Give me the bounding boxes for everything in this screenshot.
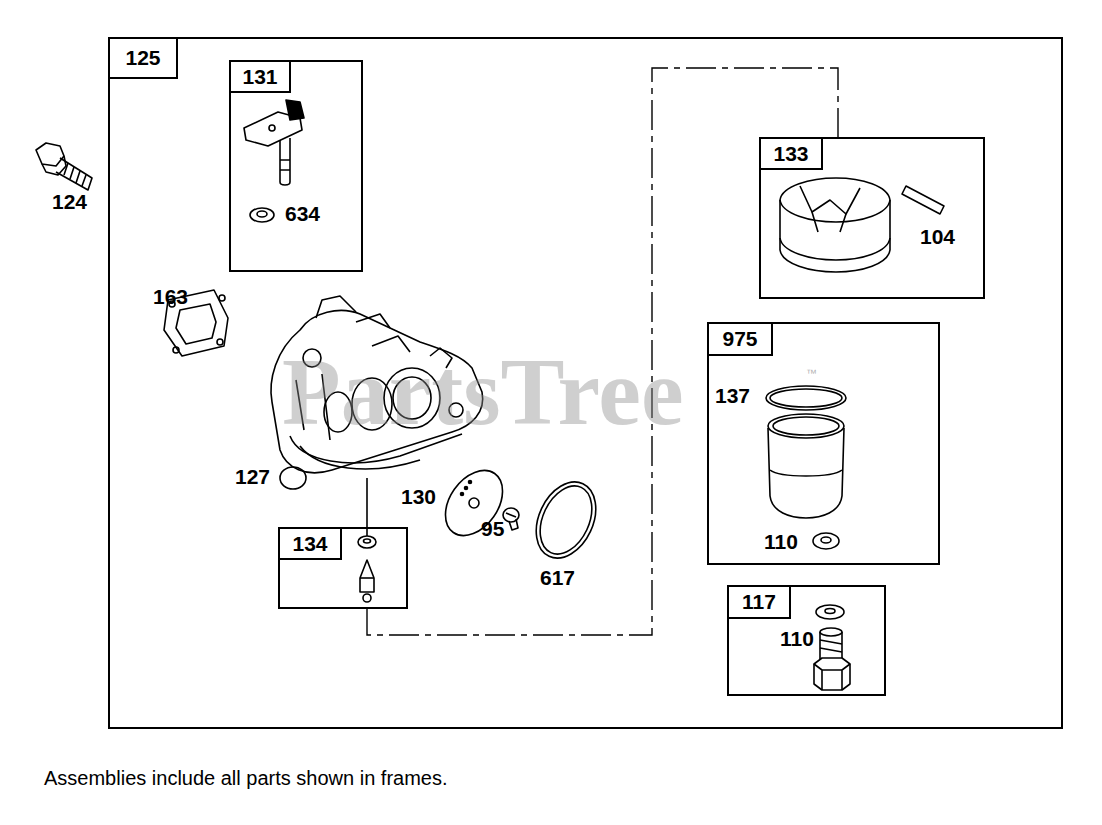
- callout-number: 163: [153, 286, 188, 307]
- bolt-drawing: [36, 143, 92, 190]
- screw-drawing: [503, 508, 519, 530]
- watermark: ™: [806, 368, 817, 379]
- frame-number: 133: [761, 139, 823, 170]
- callout-number: 110: [764, 531, 798, 552]
- bowl-nut-drawing: [814, 605, 850, 690]
- callout-number: 124: [52, 191, 87, 212]
- subassembly-frame: 133 104: [759, 137, 985, 299]
- o-ring-drawing: [525, 472, 608, 567]
- caption: Assemblies include all parts shown in fr…: [44, 768, 448, 788]
- plug-drawing: [280, 467, 306, 489]
- frame-number: 134: [280, 529, 342, 560]
- frame-number: 117: [729, 587, 791, 619]
- frame-number: 131: [231, 62, 291, 93]
- callout-number: 137: [715, 385, 750, 406]
- watermark: PartsTree: [282, 344, 684, 440]
- throttle-plate-drawing: [434, 460, 515, 547]
- frame-number: 975: [709, 324, 773, 356]
- callout-number: 110: [780, 628, 814, 649]
- subassembly-frame: 134: [278, 527, 408, 609]
- callout-number: 634: [285, 203, 320, 224]
- needle-valve-drawing: [358, 536, 376, 602]
- callout-number: 127: [235, 466, 270, 487]
- subassembly-frame: 131 634: [229, 60, 363, 272]
- callout-number: 617: [540, 567, 575, 588]
- callout-number: 104: [920, 226, 955, 247]
- float-bowl-drawing: [766, 386, 846, 549]
- callout-number: 95: [481, 518, 504, 539]
- frame-number: 125: [110, 39, 178, 79]
- callout-number: 130: [401, 486, 436, 507]
- float-drawing: [780, 178, 944, 272]
- subassembly-frame: 975 137 110: [707, 322, 940, 565]
- subassembly-frame: 117110: [727, 585, 886, 696]
